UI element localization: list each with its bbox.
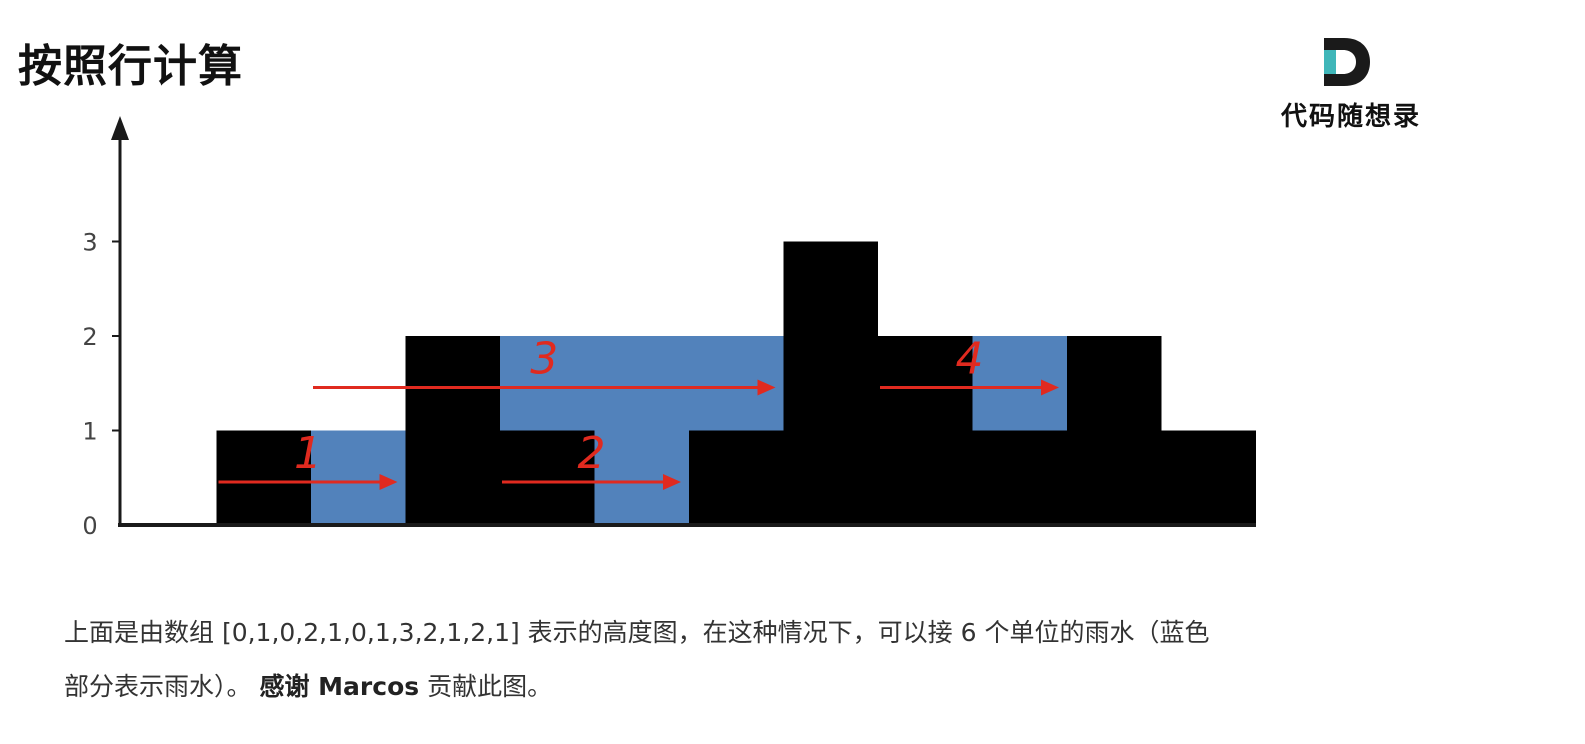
water-cell [972,336,1067,431]
water-cell [311,430,406,525]
y-tick-label: 1 [82,418,97,446]
caption-text-2: 部分表示雨水）。 [64,672,252,701]
page-title: 按照行计算 [18,41,243,92]
caption-text-3: 贡献此图。 [419,672,553,701]
caption-thanks: 感谢 Marcos [259,672,420,701]
elevation-bar [1161,430,1256,525]
logo: 代码随想录 [1256,36,1446,136]
arrow-head [757,379,776,396]
elevation-bar [500,430,595,525]
arrow-label: 3 [530,334,558,385]
elevation-bar [783,241,878,525]
y-tick-label: 0 [82,512,97,540]
elevation-bar [878,336,973,525]
elevation-bar [1067,336,1162,525]
arrow-label: 4 [956,334,984,385]
elevation-bar [689,430,784,525]
elevation-bar [405,336,500,525]
y-tick-label: 3 [82,229,97,257]
arrow-head [379,474,398,490]
water-cell [689,336,784,431]
arrow-label: 2 [578,428,606,479]
D-logo-icon [1324,38,1370,86]
arrow-head [1041,379,1059,396]
caption-line-1: 上面是由数组 [0,1,0,2,1,0,1,3,2,1,2,1] 表示的高度图，… [64,606,1484,660]
caption-line-2: 部分表示雨水）。 感谢 Marcos 贡献此图。 [64,660,1484,714]
y-tick-label: 2 [82,323,97,351]
caption: 上面是由数组 [0,1,0,2,1,0,1,3,2,1,2,1] 表示的高度图，… [64,606,1484,714]
elevation-bar [216,430,311,525]
elevation-bar [972,430,1067,525]
water-cell [500,336,595,431]
water-cell [594,336,689,525]
caption-text-1: 上面是由数组 [0,1,0,2,1,0,1,3,2,1,2,1] 表示的高度图，… [64,618,1210,647]
arrow-head [663,474,681,490]
arrow-label: 1 [294,428,322,479]
y-axis-arrow [111,116,129,140]
logo-text: 代码随想录 [1280,102,1421,132]
